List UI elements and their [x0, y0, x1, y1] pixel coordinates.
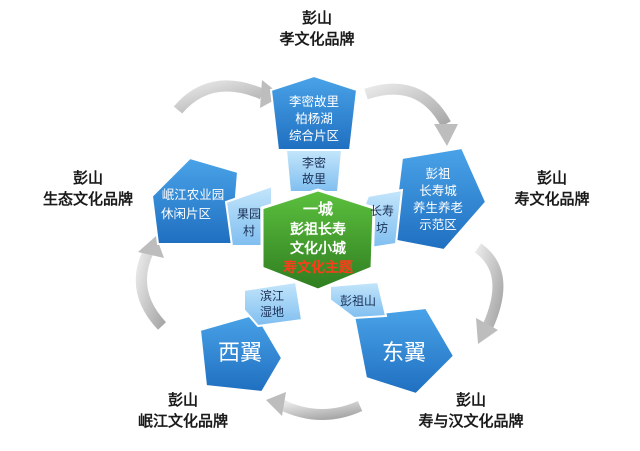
- zone-right-outer: [390, 146, 488, 252]
- brand-bottom-right-name: 寿与汉文化品牌: [418, 412, 524, 430]
- zone-bottom-right-inner: [329, 280, 388, 320]
- zone-bottom-right-outer: [352, 306, 456, 396]
- zone-bottom-right: [329, 280, 456, 396]
- zone-top-inner: [284, 149, 344, 193]
- zone-bottom-left-outer: [198, 312, 284, 394]
- core-pentagon: [260, 188, 376, 292]
- brand-right-place: 彭山: [536, 169, 567, 187]
- core-line-1: 一城: [303, 200, 333, 218]
- zone-bottom-left-sub-line-2: 湿地: [260, 304, 284, 319]
- zone-top: [269, 74, 359, 193]
- zone-bottom-right-sub-line-1: 彭祖山: [340, 293, 376, 308]
- zone-top-sub-line-2: 故里: [302, 171, 326, 186]
- zone-left-sub-line-2: 村: [243, 224, 255, 238]
- arrow-top-left: [173, 80, 265, 114]
- zone-top-sub-line-1: 李密: [302, 155, 326, 170]
- arrow-left-lower: [135, 245, 167, 330]
- brand-right: 彭山 寿文化品牌: [492, 168, 612, 210]
- brand-right-name: 寿文化品牌: [514, 190, 590, 208]
- zone-bottom-right-main: 东翼: [382, 341, 426, 366]
- arrow-top-right-head: [434, 124, 458, 146]
- cycle-arrows: [135, 80, 504, 420]
- zone-left-main-line-1: 岷江农业园: [162, 187, 225, 202]
- arrow-top-right: [364, 83, 451, 127]
- arrow-bottom-head: [266, 392, 286, 416]
- brand-bottom-left: 彭山 岷江文化品牌: [118, 390, 248, 432]
- zone-left-sub-line-1: 果园: [237, 207, 261, 221]
- zone-right-sub-line-1: 长寿: [370, 204, 394, 218]
- zone-right-main-line-2: 长寿城: [419, 183, 457, 198]
- core-line-2: 彭祖长寿: [290, 221, 346, 238]
- brand-left: 彭山 生态文化品牌: [28, 168, 148, 210]
- zone-bottom-left: [198, 280, 304, 394]
- core-line-4: 寿文化主题: [283, 259, 354, 276]
- zone-right: [356, 146, 488, 252]
- zone-bottom-left-sub-line-1: 滨江: [260, 288, 284, 303]
- zone-right-sub-line-2: 坊: [376, 220, 388, 235]
- zone-top-main-line-3: 综合片区: [289, 128, 339, 143]
- brand-left-place: 彭山: [72, 169, 103, 187]
- brand-top: 彭山 孝文化品牌: [262, 8, 372, 50]
- zone-right-main-line-3: 养生养老: [413, 200, 463, 215]
- zone-right-main-line-1: 彭祖: [425, 166, 451, 181]
- brand-bottom-right-place: 彭山: [455, 391, 486, 409]
- brand-left-name: 生态文化品牌: [42, 190, 133, 208]
- zone-left-main-line-2: 休闲片区: [161, 206, 211, 221]
- brand-bottom-left-place: 彭山: [167, 391, 198, 409]
- arrow-right-lower-head: [476, 318, 498, 344]
- zone-top-main-line-2: 柏杨湖: [295, 111, 333, 126]
- zone-bottom-left-inner: [243, 280, 304, 328]
- brand-top-name: 孝文化品牌: [279, 30, 355, 48]
- arrow-right-lower: [474, 243, 504, 329]
- zone-bottom-left-main: 西翼: [218, 341, 262, 366]
- zone-right-main-line-4: 示范区: [419, 217, 457, 232]
- brand-bottom-right: 彭山 寿与汉文化品牌: [396, 390, 546, 432]
- brand-top-place: 彭山: [301, 9, 332, 27]
- brand-bottom-left-name: 岷江文化品牌: [137, 412, 228, 430]
- arrow-bottom: [277, 399, 363, 420]
- zone-top-main-line-1: 李密故里: [289, 94, 339, 109]
- core-line-3: 文化小城: [290, 240, 346, 257]
